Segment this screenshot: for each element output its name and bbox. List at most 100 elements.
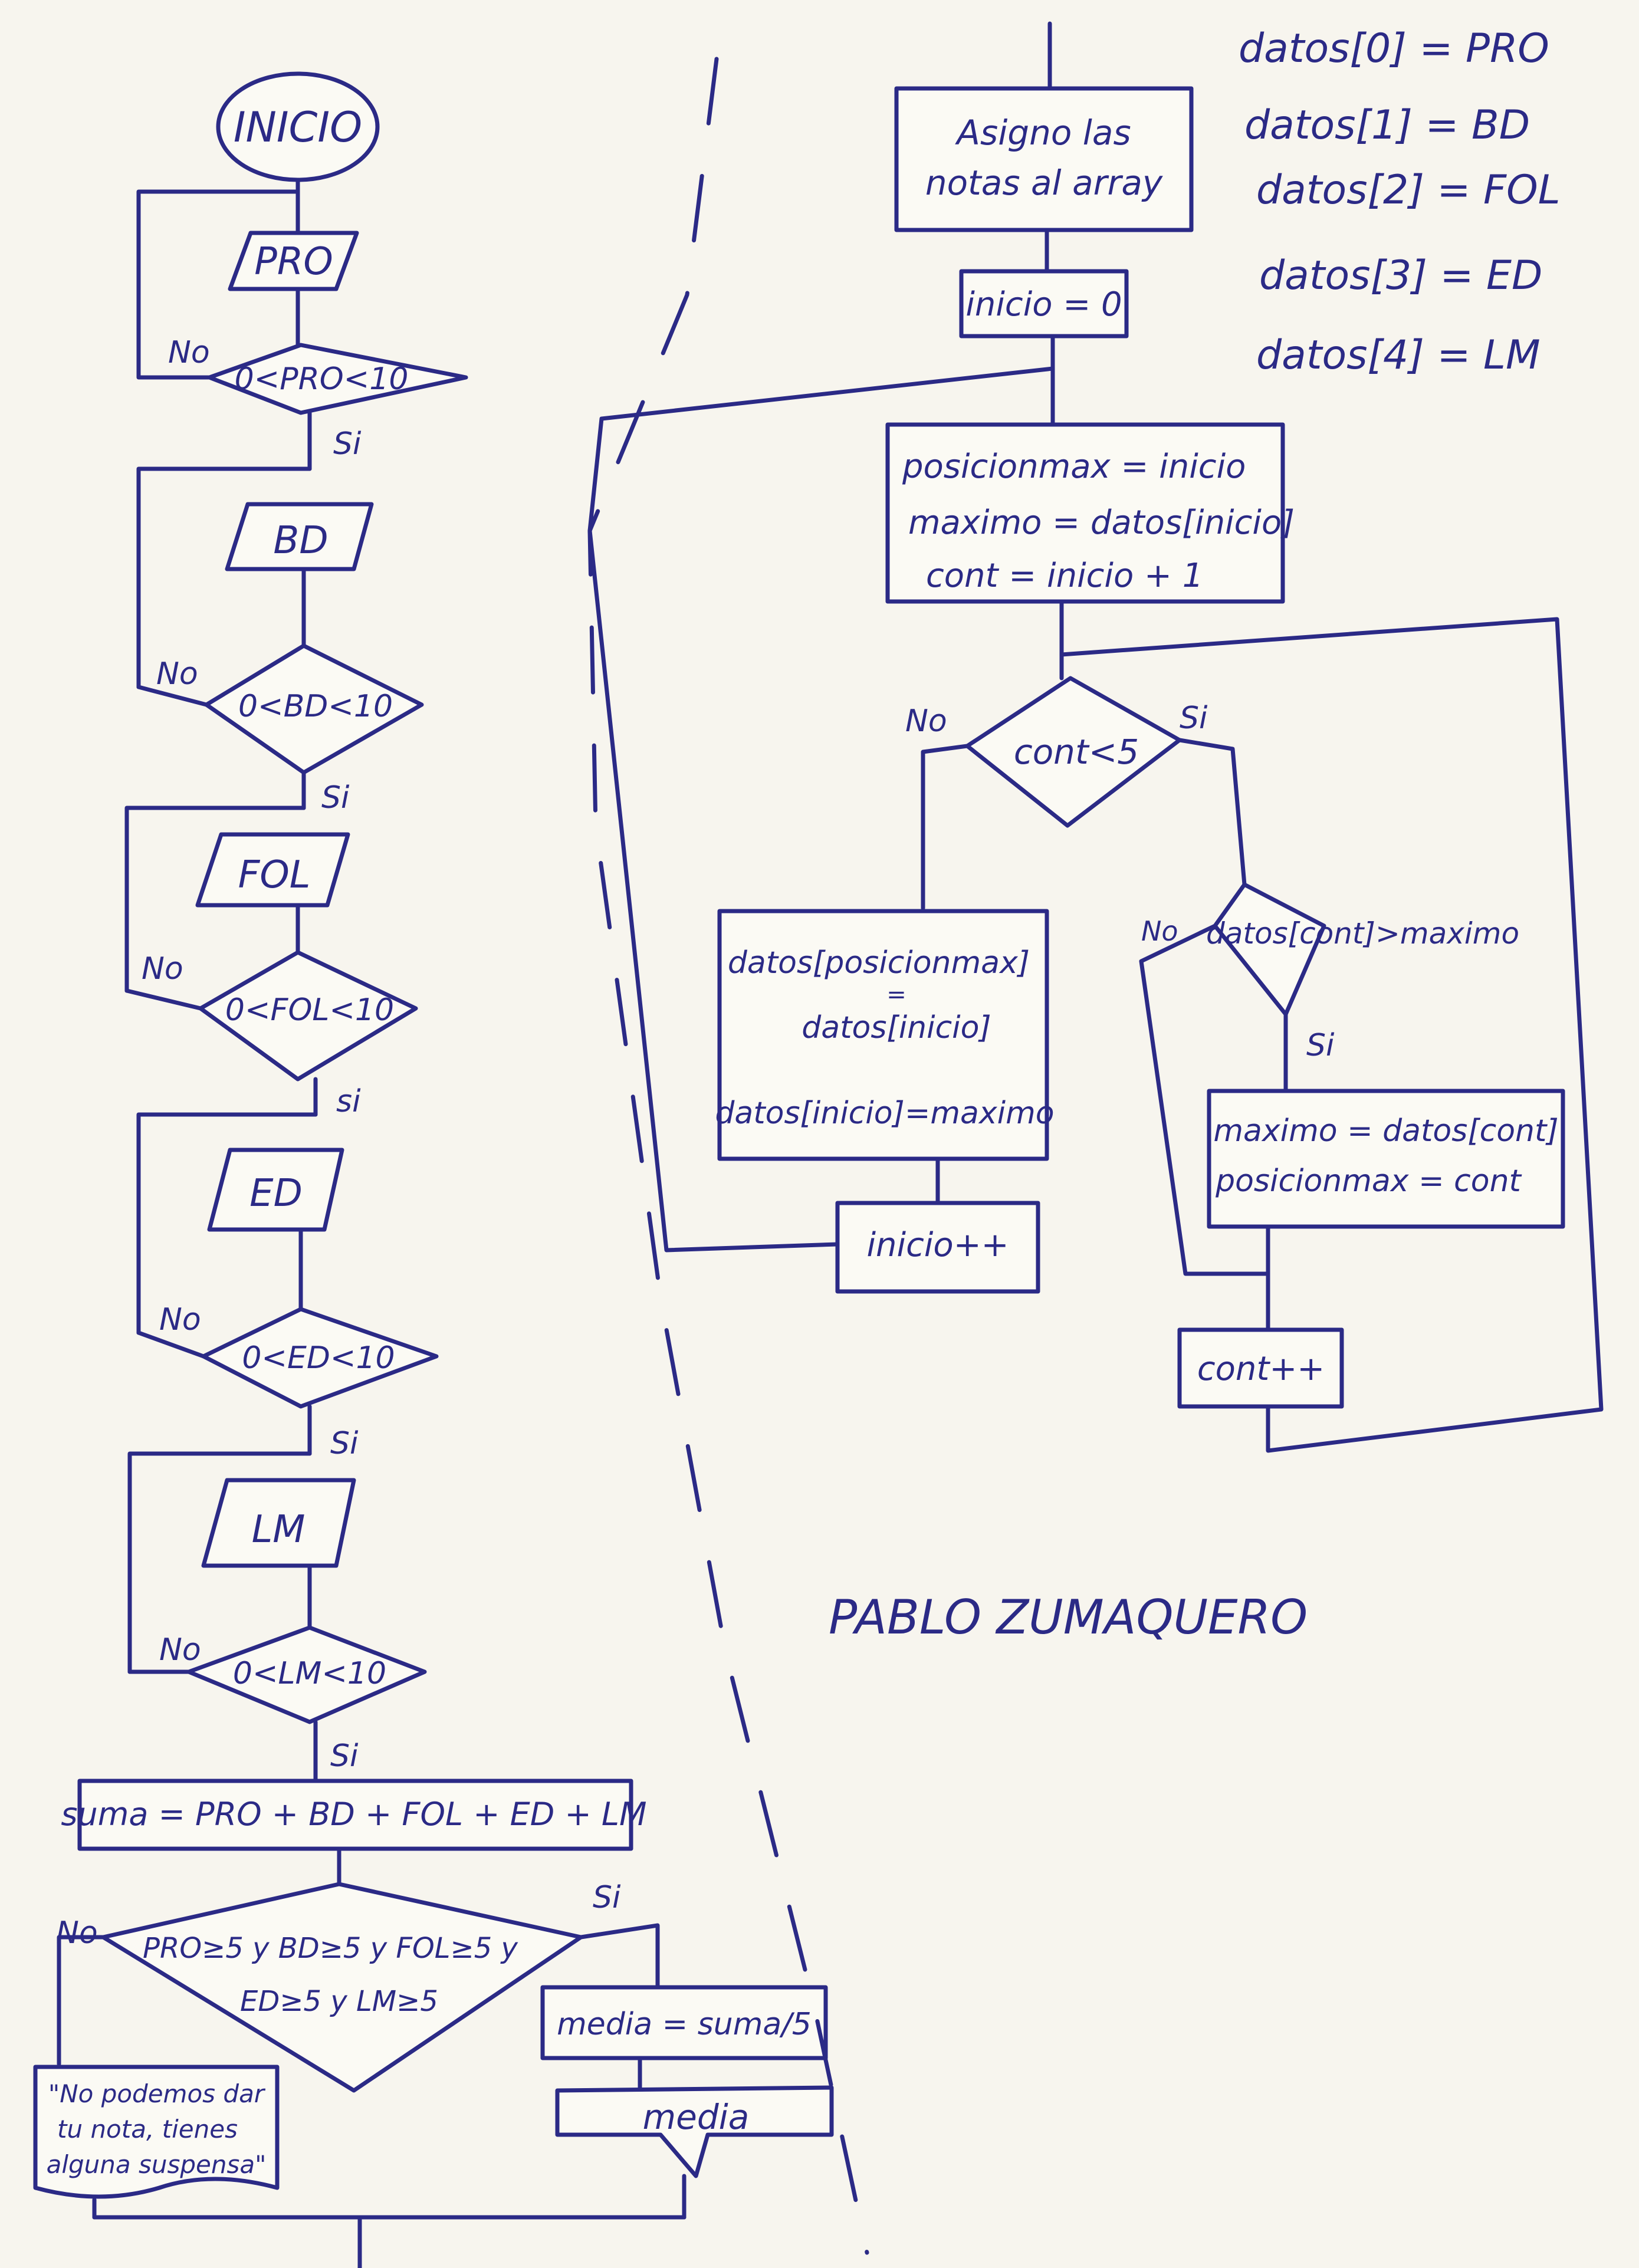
inicio-inc-label: inicio++ bbox=[866, 1226, 1009, 1264]
no-label: No bbox=[159, 1302, 201, 1337]
yes-label: si bbox=[336, 1084, 361, 1119]
no-label: No bbox=[56, 1915, 98, 1951]
connector bbox=[679, 2174, 687, 2220]
fail-line1: "No podemos dar bbox=[48, 2079, 266, 2108]
input-bd bbox=[225, 502, 374, 571]
no-label: No bbox=[159, 1632, 201, 1668]
connector bbox=[57, 1935, 106, 2066]
loop-back-no bbox=[136, 466, 312, 689]
yes-label: Si bbox=[1180, 701, 1208, 736]
cond-fol-diamond bbox=[198, 950, 418, 1082]
connector bbox=[579, 1923, 660, 1990]
no-label: No bbox=[1141, 915, 1178, 947]
author-signature: PABLO ZUMAQUERO bbox=[829, 1590, 1308, 1645]
cont-inc-process bbox=[1177, 1327, 1344, 1409]
block-line1: posicionmax = inicio bbox=[902, 448, 1246, 486]
outer-loop-line bbox=[587, 366, 1055, 1253]
assign-process bbox=[894, 86, 1194, 232]
connector bbox=[921, 744, 970, 911]
swap-line4: datos[inicio]=maximo bbox=[715, 1096, 1054, 1131]
array-note: datos[4] = LM bbox=[1256, 332, 1541, 379]
left-flowchart: INICIO PRO 0<PRO<10 No Si BD 0<BD<10 No … bbox=[33, 71, 834, 2268]
init-block-process bbox=[885, 422, 1285, 604]
suma-label: suma = PRO + BD + FOL + ED + LM bbox=[61, 1796, 646, 1833]
input-bd-label: BD bbox=[273, 519, 328, 563]
connector bbox=[1177, 738, 1247, 887]
cond-max-diamond bbox=[1213, 882, 1326, 1017]
loop-back-no bbox=[136, 189, 300, 380]
suma-process bbox=[77, 1779, 633, 1851]
loop-back-no bbox=[124, 806, 306, 993]
input-lm bbox=[201, 1478, 356, 1568]
array-note: datos[3] = ED bbox=[1259, 252, 1542, 299]
input-fol bbox=[195, 832, 350, 908]
input-ed-label: ED bbox=[249, 1172, 303, 1215]
cond-fol-label: 0<FOL<10 bbox=[225, 992, 394, 1028]
loop-back-no bbox=[127, 1451, 312, 1674]
input-fol-label: FOL bbox=[238, 853, 311, 897]
array-note: datos[0] = PRO bbox=[1239, 25, 1549, 72]
update-line1: maximo = datos[cont] bbox=[1213, 1113, 1558, 1149]
input-lm-label: LM bbox=[252, 1508, 306, 1552]
inicio-inc-process bbox=[835, 1201, 1040, 1294]
yes-label: Si bbox=[321, 780, 350, 816]
assign-line1: Asigno las bbox=[954, 113, 1131, 153]
cond-final-line2: ED≥5 y LM≥5 bbox=[240, 1985, 438, 2018]
right-flowchart: Asigno las notas al array inicio = 0 pos… bbox=[587, 21, 1604, 1453]
no-label: No bbox=[142, 951, 183, 987]
inicio-init-label: inicio = 0 bbox=[965, 285, 1122, 324]
cont-inc-label: cont++ bbox=[1197, 1350, 1325, 1388]
connector bbox=[1139, 923, 1270, 1276]
connector bbox=[136, 1330, 206, 1359]
cond-bd-label: 0<BD<10 bbox=[238, 689, 393, 724]
array-note: datos[2] = FOL bbox=[1256, 167, 1561, 213]
cond-pro-diamond bbox=[207, 343, 468, 415]
block-line2: maximo = datos[inicio] bbox=[908, 504, 1295, 542]
swap-line1: datos[posicionmax] bbox=[728, 945, 1030, 981]
fail-output bbox=[33, 2065, 280, 2199]
loop-back-no bbox=[136, 1112, 318, 1335]
yes-label: Si bbox=[330, 1426, 359, 1461]
cond-final-line1: PRO≥5 y BD≥5 y FOL≥5 y bbox=[143, 1932, 518, 1965]
cond-cont-label: cont<5 bbox=[1014, 732, 1139, 772]
media-out-label: media bbox=[643, 2097, 750, 2137]
swap-line3: datos[inicio] bbox=[802, 1010, 991, 1046]
cond-max-label: datos[cont]>maximo bbox=[1206, 916, 1519, 951]
input-pro bbox=[228, 231, 359, 291]
array-note: datos[1] = BD bbox=[1244, 102, 1530, 149]
page-divider bbox=[587, 57, 869, 2255]
swap-process bbox=[717, 909, 1049, 1161]
inner-loop-line bbox=[1059, 617, 1604, 1453]
yes-label: Si bbox=[333, 426, 362, 462]
yes-label: Si bbox=[593, 1880, 621, 1915]
no-label: No bbox=[168, 335, 210, 370]
cond-ed-label: 0<ED<10 bbox=[242, 1340, 395, 1376]
cond-pro-label: 0<PRO<10 bbox=[235, 361, 409, 397]
array-notes: datos[0] = PRO datos[1] = BD datos[2] = … bbox=[1239, 25, 1561, 379]
connector bbox=[124, 988, 203, 1011]
yes-label: Si bbox=[330, 1738, 359, 1774]
fail-line2: tu nota, tienes bbox=[57, 2115, 238, 2144]
update-line2: posicionmax = cont bbox=[1215, 1163, 1522, 1199]
media-calc-label: media = suma/5 bbox=[557, 2007, 812, 2042]
assign-line2: notas al array bbox=[925, 163, 1163, 203]
inicio-init-process bbox=[959, 269, 1129, 338]
fail-line3: alguna suspensa" bbox=[47, 2150, 267, 2179]
yes-label: Si bbox=[1306, 1028, 1335, 1063]
cond-lm-label: 0<LM<10 bbox=[233, 1656, 386, 1691]
block-line3: cont = inicio + 1 bbox=[926, 557, 1203, 595]
no-label: No bbox=[905, 704, 947, 739]
connector bbox=[136, 685, 209, 707]
no-label: No bbox=[156, 656, 198, 692]
input-pro-label: PRO bbox=[254, 240, 333, 284]
input-ed bbox=[207, 1148, 344, 1232]
cond-bd-diamond bbox=[204, 643, 424, 775]
start-label: INICIO bbox=[234, 103, 362, 152]
media-process bbox=[540, 1985, 828, 2060]
swap-line2: = bbox=[886, 981, 906, 1008]
media-output bbox=[555, 2085, 834, 2178]
cond-lm-diamond bbox=[186, 1625, 427, 1724]
cond-ed-diamond bbox=[201, 1307, 439, 1409]
